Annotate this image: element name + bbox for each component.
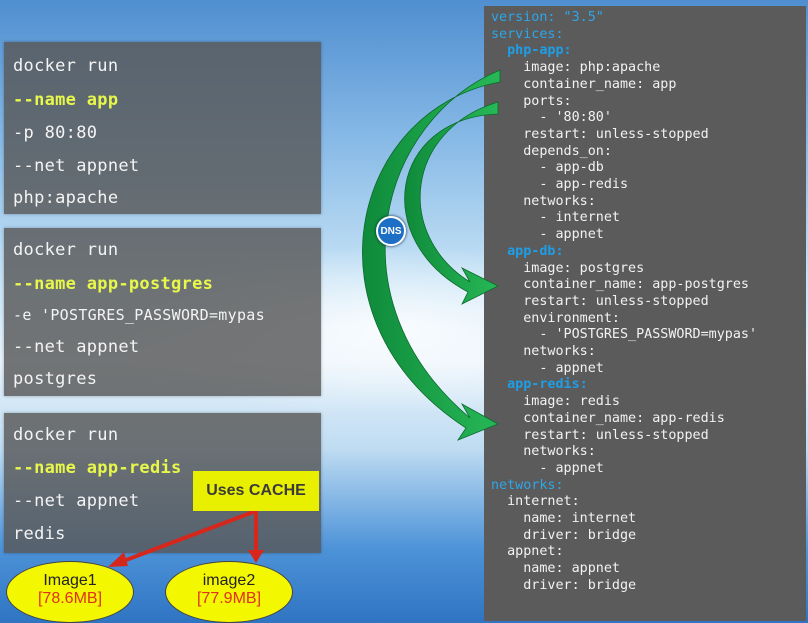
yaml-line: php-app: xyxy=(491,43,572,59)
yaml-line: - internet xyxy=(491,210,620,226)
yaml-line: container_name: app xyxy=(491,76,677,92)
yaml-line: environment: xyxy=(491,310,620,326)
cmd-line: docker run xyxy=(13,56,119,76)
cache-arrowhead-image2 xyxy=(248,550,264,563)
yaml-line: image: postgres xyxy=(491,260,645,276)
yaml-line: internet: xyxy=(491,494,580,510)
uses-cache-callout: Uses CACHE xyxy=(193,471,319,511)
image2-name: image2 xyxy=(202,572,256,589)
yaml-line: app-db: xyxy=(491,243,564,259)
yaml-line: networks: xyxy=(491,444,596,460)
yaml-line: image: redis xyxy=(491,394,620,410)
yaml-line: name: internet xyxy=(491,511,637,526)
yaml-line: depends_on: xyxy=(491,143,612,159)
yaml-line: - 'POSTGRES_PASSWORD=mypas' xyxy=(491,327,758,343)
yaml-line: - app-db xyxy=(491,160,604,176)
dns-arrow-to-db xyxy=(404,101,499,305)
yaml-line: driver: bridge xyxy=(491,527,637,543)
yaml-line: - appnet xyxy=(491,360,604,376)
cmd-line: -p 80:80 xyxy=(13,123,98,143)
cmd-line: docker run xyxy=(13,240,119,260)
dns-arrow-to-redis xyxy=(362,69,501,441)
cmd-line: --net appnet xyxy=(13,491,140,511)
yaml-line: version: "3.5" xyxy=(491,10,604,25)
yaml-line: app-redis: xyxy=(491,377,588,393)
cache-arrowhead-image1 xyxy=(108,552,128,567)
cmd-line: --net appnet xyxy=(13,156,140,176)
yaml-line: appnet: xyxy=(491,544,564,560)
yaml-line: container_name: app-redis xyxy=(491,410,725,426)
yaml-line: - app-redis xyxy=(491,177,629,192)
docker-run-panel-postgres: docker run --name app-postgres -e 'POSTG… xyxy=(4,228,321,396)
image2-size: [77.9MB] xyxy=(196,590,262,607)
yaml-line: networks: xyxy=(491,193,596,209)
dns-icon: DNS xyxy=(376,216,406,246)
yaml-line: networks: xyxy=(491,477,564,493)
yaml-line: restart: unless-stopped xyxy=(491,126,709,142)
cache-arrow-to-image1 xyxy=(117,509,257,565)
cmd-line: --net appnet xyxy=(13,337,140,357)
cmd-line-name: --name app xyxy=(13,90,119,110)
yaml-line: driver: bridge xyxy=(491,577,637,593)
yaml-line: restart: unless-stopped xyxy=(491,427,709,443)
cmd-line: docker run xyxy=(13,425,119,445)
cmd-line-name: --name app-redis xyxy=(13,458,182,478)
image1-name: Image1 xyxy=(43,572,97,589)
image2-ellipse: image2 [77.9MB] xyxy=(165,561,293,623)
docker-compose-yaml-panel: version: "3.5"services: php-app: image: … xyxy=(484,6,806,621)
yaml-line: - appnet xyxy=(491,227,604,243)
cmd-line: redis xyxy=(13,524,66,544)
yaml-line: ports: xyxy=(491,93,572,109)
yaml-line: networks: xyxy=(491,344,596,359)
cmd-line-name: --name app-postgres xyxy=(13,274,214,294)
yaml-line: container_name: app-postgres xyxy=(491,277,749,293)
cmd-line: -e 'POSTGRES_PASSWORD=mypas xyxy=(13,306,265,324)
image1-size: [78.6MB] xyxy=(37,590,103,607)
yaml-line: image: php:apache xyxy=(491,60,661,76)
yaml-line: restart: unless-stopped xyxy=(491,293,709,309)
image1-ellipse: Image1 [78.6MB] xyxy=(6,561,134,623)
docker-run-panel-redis: docker run --name app-redis --net appnet… xyxy=(4,413,321,553)
yaml-line: - '80:80' xyxy=(491,110,612,126)
docker-run-panel-app: docker run --name app -p 80:80 --net app… xyxy=(4,42,321,214)
cmd-line: php:apache xyxy=(13,188,119,208)
cmd-line: postgres xyxy=(13,369,98,389)
yaml-line: - appnet xyxy=(491,460,604,476)
yaml-line: name: appnet xyxy=(491,561,620,577)
yaml-line: services: xyxy=(491,26,564,42)
